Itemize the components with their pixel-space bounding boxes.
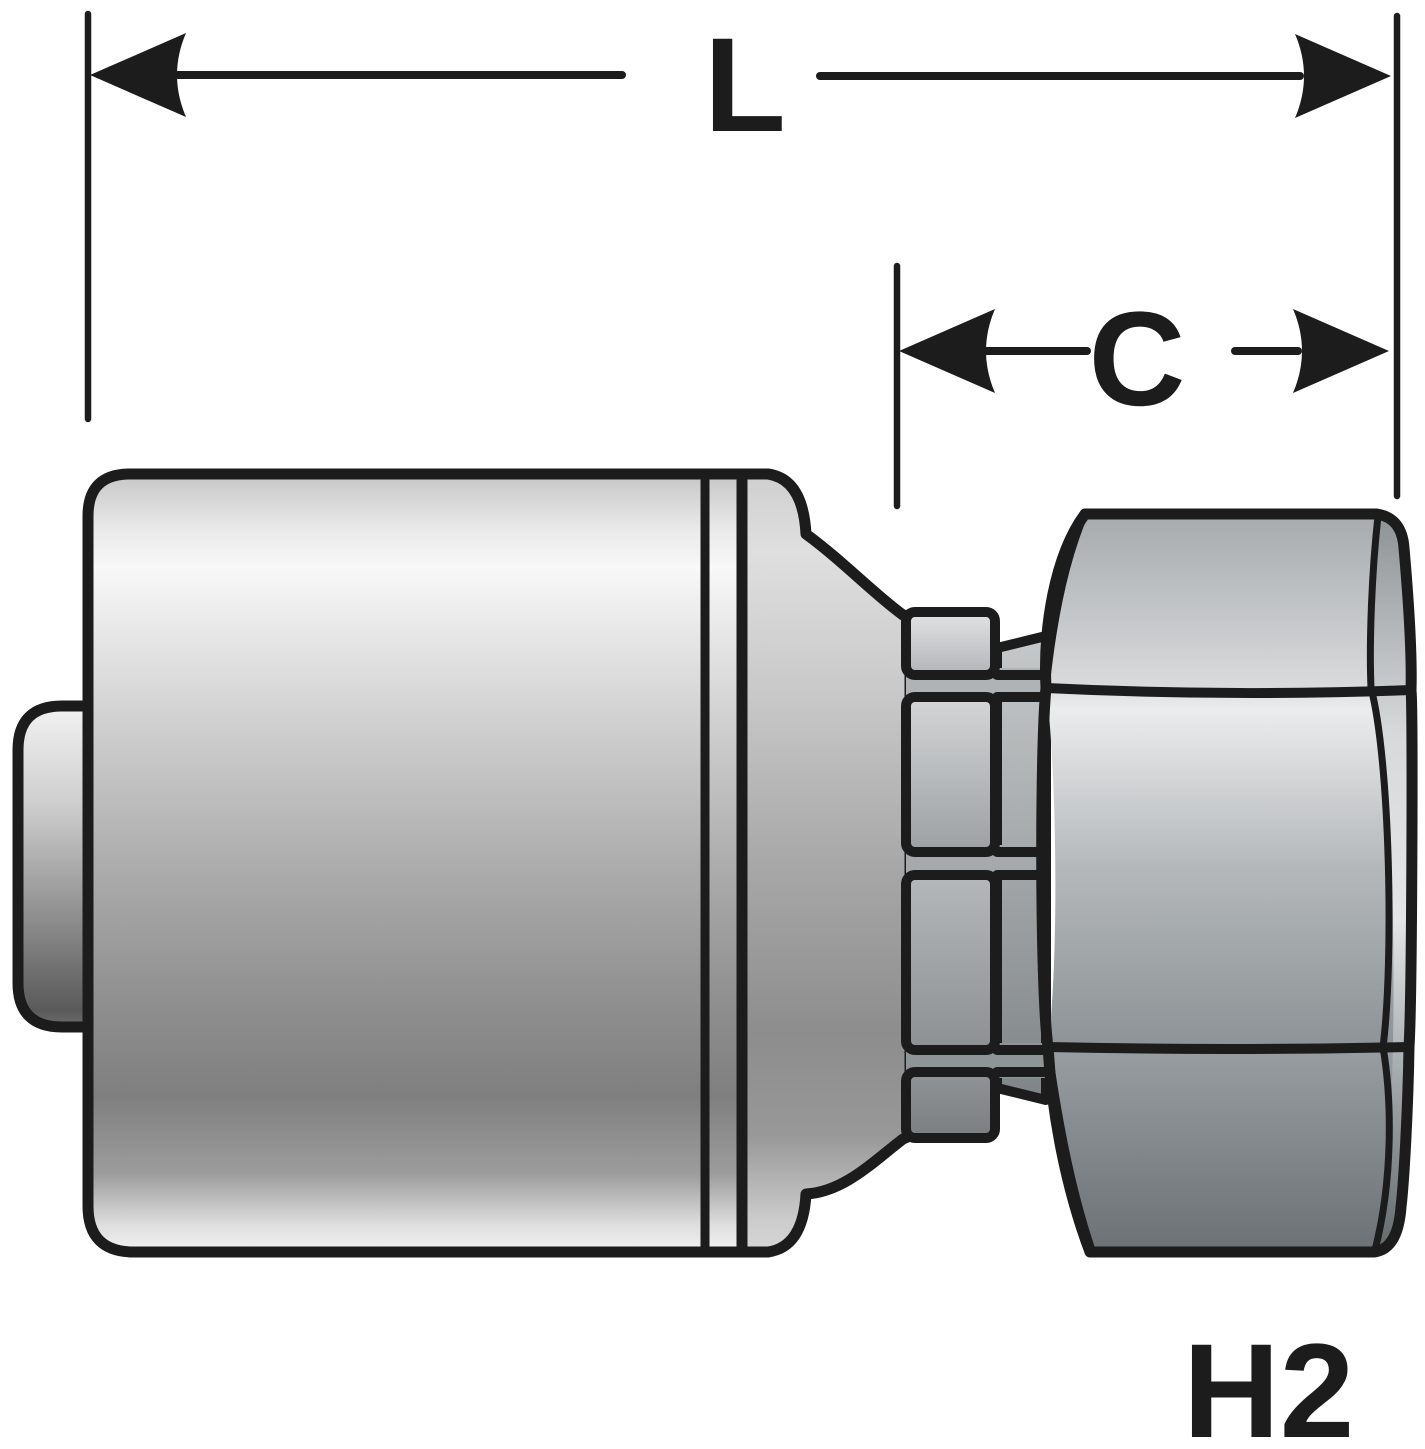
hex-nut-outline xyxy=(1036,508,1418,1258)
part-code-label: H2 xyxy=(1183,1317,1354,1449)
collar-ring xyxy=(901,1067,1000,1143)
dimension-c-label: C xyxy=(1089,285,1186,434)
collar-ring xyxy=(901,607,1000,680)
fitting-body xyxy=(12,468,1418,1258)
hex-nut-middle-facet xyxy=(1046,688,1413,1047)
l-arrowhead-right-icon xyxy=(1295,34,1391,118)
collar-ring-stack xyxy=(901,607,1000,1143)
hex-nut-facet-lines xyxy=(1041,683,1416,1054)
c-arrowhead-left-icon xyxy=(899,309,995,393)
l-arrowhead-left-icon xyxy=(90,33,186,117)
hex-nut-bottom-facet xyxy=(1048,1047,1409,1252)
crimp-shell xyxy=(82,468,748,1258)
dimension-l-label: L xyxy=(704,11,786,160)
c-arrowhead-right-icon xyxy=(1293,309,1389,393)
dimension-l xyxy=(84,10,1401,500)
hex-nut-right-chamfer xyxy=(1369,514,1413,1252)
collar-ring xyxy=(901,870,1000,1055)
transition-cone xyxy=(736,468,916,1258)
collar-ring xyxy=(901,692,1000,857)
dimension-c xyxy=(893,262,1389,510)
hose-end-cap xyxy=(12,700,106,1033)
hex-nut xyxy=(1036,508,1418,1258)
hex-nut-top-facet xyxy=(1045,514,1412,691)
